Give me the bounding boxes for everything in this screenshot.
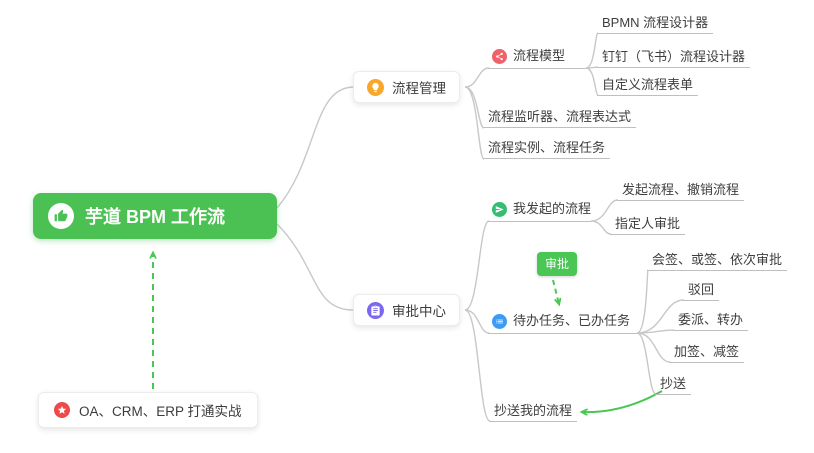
node-dingtalk-feishu-designer[interactable]: 钉钉（飞书）流程设计器 bbox=[597, 48, 751, 68]
node-label: 抄送我的流程 bbox=[494, 403, 573, 418]
approve-tag-label: 审批 bbox=[545, 257, 570, 271]
node-assignee-approve[interactable]: 指定人审批 bbox=[610, 215, 686, 235]
node-label: 加签、减签 bbox=[674, 344, 740, 359]
node-label: 待办任务、已办任务 bbox=[513, 313, 631, 328]
node-label: 钉钉（飞书）流程设计器 bbox=[602, 49, 746, 64]
node-countersign-orsign-sequential[interactable]: 会签、或签、依次审批 bbox=[647, 251, 788, 271]
node-approval-center[interactable]: 审批中心 bbox=[353, 294, 460, 326]
tree-branch-lines bbox=[276, 32, 685, 422]
thumbs-up-icon bbox=[48, 203, 74, 229]
node-instance-task[interactable]: 流程实例、流程任务 bbox=[483, 139, 611, 159]
node-note-oa-crm-erp[interactable]: OA、CRM、ERP 打通实战 bbox=[38, 392, 258, 428]
node-label: 发起流程、撤销流程 bbox=[622, 182, 740, 197]
star-icon bbox=[54, 402, 70, 418]
node-cc[interactable]: 抄送 bbox=[655, 375, 692, 395]
node-label: 流程实例、流程任务 bbox=[488, 140, 606, 155]
node-process-model[interactable]: 流程模型 bbox=[488, 46, 586, 69]
node-label: 流程模型 bbox=[513, 48, 566, 63]
node-listener-expression[interactable]: 流程监听器、流程表达式 bbox=[483, 108, 637, 128]
node-label: 委派、转办 bbox=[678, 312, 744, 327]
node-label: 抄送 bbox=[660, 376, 687, 391]
list-icon bbox=[492, 313, 507, 329]
approve-tag-arrow bbox=[552, 279, 559, 304]
node-label: 我发起的流程 bbox=[513, 201, 592, 216]
node-reject[interactable]: 驳回 bbox=[683, 281, 720, 301]
node-label: 自定义流程表单 bbox=[602, 77, 694, 92]
node-custom-form[interactable]: 自定义流程表单 bbox=[597, 76, 699, 96]
share-icon bbox=[492, 48, 507, 64]
node-label: 驳回 bbox=[688, 282, 715, 297]
node-my-initiated-process[interactable]: 我发起的流程 bbox=[488, 199, 591, 222]
node-label: 流程监听器、流程表达式 bbox=[488, 109, 632, 124]
node-label: 指定人审批 bbox=[615, 216, 681, 231]
node-todo-done-tasks[interactable]: 待办任务、已办任务 bbox=[488, 311, 637, 334]
node-delegate-transfer[interactable]: 委派、转办 bbox=[673, 311, 749, 331]
root-label: 芋道 BPM 工作流 bbox=[85, 207, 226, 227]
send-icon bbox=[492, 201, 507, 217]
node-process-management[interactable]: 流程管理 bbox=[353, 71, 460, 103]
node-cc-my-process[interactable]: 抄送我的流程 bbox=[489, 402, 578, 422]
node-label: 流程管理 bbox=[392, 81, 446, 96]
lightbulb-icon bbox=[367, 78, 384, 96]
approve-tag[interactable]: 审批 bbox=[537, 252, 578, 276]
node-bpmn-designer[interactable]: BPMN 流程设计器 bbox=[597, 14, 714, 34]
clipboard-icon bbox=[367, 301, 384, 319]
root-node-bpm-workflow[interactable]: 芋道 BPM 工作流 bbox=[33, 193, 277, 239]
note-label: OA、CRM、ERP 打通实战 bbox=[79, 404, 242, 419]
node-label: 会签、或签、依次审批 bbox=[652, 252, 783, 267]
node-initiate-cancel-process[interactable]: 发起流程、撤销流程 bbox=[617, 181, 745, 201]
cc-to-ccmy-arrow bbox=[582, 390, 663, 412]
node-add-reduce-sign[interactable]: 加签、减签 bbox=[669, 343, 745, 363]
node-label: 审批中心 bbox=[392, 304, 446, 319]
node-label: BPMN 流程设计器 bbox=[602, 15, 709, 30]
